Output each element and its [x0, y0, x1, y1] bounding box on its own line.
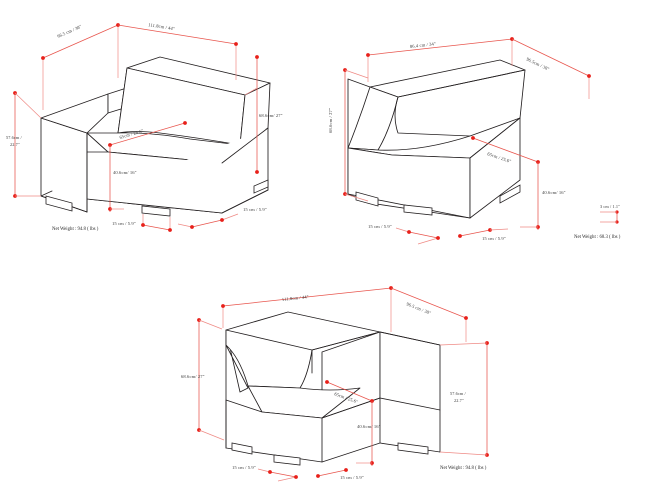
dimension-foot-front: 15 cm / 5.9": [458, 228, 509, 241]
dimension-foot-height: 3 cm / 1.1": [600, 204, 620, 224]
sofa-outline-right-arm: [225, 311, 441, 466]
dim-label-seat-depth: 65cm / 25.6": [119, 128, 144, 140]
dim-label-depth-top: 96.5cm / 38": [526, 56, 551, 71]
dimension-width-top: 111.8cm / 44": [117, 22, 238, 80]
dimension-width-top: 86.4 cm / 34": [366, 37, 514, 82]
dim-label-arm-height-line2: 22.7": [454, 398, 464, 403]
dimension-seat-height: 40.6cm/ 16": [108, 145, 137, 212]
foot-front-left: [45, 195, 73, 212]
dim-label-width-top: 111.8cm / 44": [282, 294, 309, 302]
dim-label-width-top: 111.8cm / 44": [148, 22, 175, 31]
diagram-armless-section: 86.4 cm / 34" 96.5cm / 38" 68.6cm / 27": [328, 37, 621, 245]
dim-label-arm-height-line2: 22.7": [10, 142, 20, 147]
net-weight-left-arm: Net Weight : 94.8 ( lbs ): [52, 227, 99, 232]
dim-label-foot-height: 3 cm / 1.1": [600, 204, 620, 209]
foot-front-center: [273, 454, 301, 466]
foot-front-right: [141, 205, 171, 217]
dim-label-foot-left: 15 cm / 5.9": [368, 224, 392, 229]
foot-rear-right: [253, 179, 269, 194]
dim-label-seat-height: 40.6cm/ 16": [113, 170, 137, 175]
dimension-back-height: 68.6cm / 27": [328, 68, 369, 202]
seat-right-face: [469, 117, 521, 219]
dim-label-arm-height-line1: 57.6cm /: [6, 135, 23, 140]
dimension-arm-height: 57.6cm / 22.7": [439, 341, 489, 457]
net-weight-armless: Net Weight : 68.3 ( lbs ): [574, 235, 621, 240]
dim-label-back-height: 68.6cm / 27": [328, 108, 333, 133]
foot-front-left: [231, 442, 253, 455]
dimension-seat-height: 40.6cm/ 16": [356, 401, 381, 466]
foot-front-center: [403, 204, 433, 216]
foot-rear-right: [499, 184, 521, 204]
dim-label-foot-side: 15 cm / 5.9": [243, 207, 267, 212]
net-weight-right-arm: Net Weight : 94.8 ( lbs ): [440, 466, 487, 471]
diagram-left-arm-section: 96.5 cm / 38" 111.8cm / 44" 68.6cm/ 27": [6, 22, 283, 232]
foot-right: [397, 442, 429, 455]
sofa-outline-armless: [347, 59, 526, 219]
seat-top-face: [247, 385, 361, 419]
dimension-depth-top: 96.5 cm / 38": [390, 287, 468, 342]
dimension-depth-top: 96.5cm / 38": [511, 38, 591, 99]
dim-label-arm-height-line1: 57.6cm /: [450, 391, 467, 396]
dimension-arm-height: 57.6cm / 22.7": [6, 91, 42, 198]
dimension-seat-height: 40.6cm/ 16": [520, 162, 566, 230]
dimension-foot-left: 15 cm / 5.9": [232, 465, 298, 482]
dimension-foot-front: 15 cm / 5.9": [316, 468, 364, 480]
dim-label-depth-top: 96.5 cm / 38": [406, 301, 432, 315]
dim-label-back-height: 68.6cm/ 27": [259, 113, 283, 118]
dimension-foot-side: 15 cm / 5.9": [177, 207, 267, 229]
diagram-right-arm-section: 111.8cm / 44" 96.5 cm / 38" 68.6cm/ 27": [181, 286, 489, 482]
dim-label-depth-top-left: 96.5 cm / 38": [56, 24, 82, 39]
dim-label-foot-front: 15 cm / 5.9": [482, 236, 506, 241]
dim-label-foot-left: 15 cm / 5.9": [232, 465, 256, 470]
dim-label-foot-front: 15 cm / 5.9": [340, 475, 364, 480]
dim-label-width-top: 86.4 cm / 34": [410, 41, 437, 49]
sofa-outline-left-arm: [40, 56, 271, 217]
backrest-top-plane: [369, 59, 526, 98]
dimension-back-height: 68.6cm/ 27": [244, 55, 283, 174]
dim-label-seat-height: 40.6cm/ 16": [357, 424, 381, 429]
dim-label-back-height: 68.6cm/ 27": [181, 374, 205, 379]
arm-outer-face: [379, 331, 441, 411]
dim-label-foot-front: 15 cm / 5.9": [112, 221, 136, 226]
dim-label-seat-height: 40.6cm/ 16": [542, 190, 566, 195]
dimension-foot-left: 15 cm / 5.9": [368, 224, 440, 245]
dimension-back-height: 68.6cm/ 27": [181, 318, 225, 441]
dimension-foot-front: 15 cm / 5.9": [112, 214, 172, 232]
